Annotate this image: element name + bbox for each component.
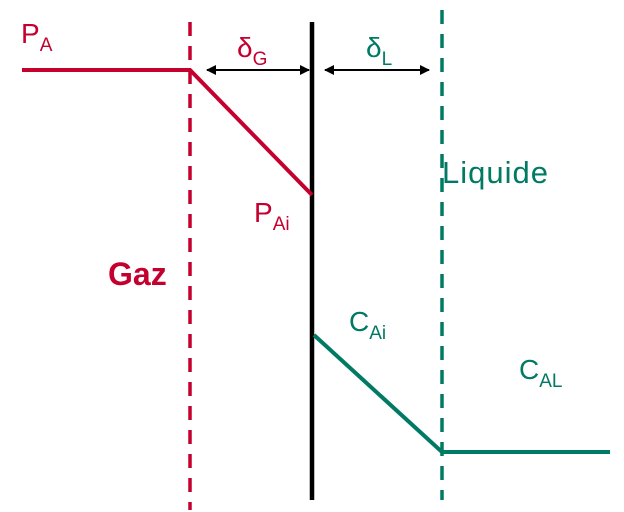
label-delta-g: δG [237,32,267,70]
label-cai: CAi [349,306,386,344]
gas-partial-pressure-profile [22,68,314,197]
label-gaz: Gaz [108,256,167,292]
label-delta-l: δL [366,32,392,70]
label-pai: PAi [254,197,290,235]
label-pa: PA [21,18,53,56]
label-liquide: Liquide [442,155,549,190]
liquid-concentration-profile [312,333,610,454]
label-cal: CAL [519,354,562,392]
